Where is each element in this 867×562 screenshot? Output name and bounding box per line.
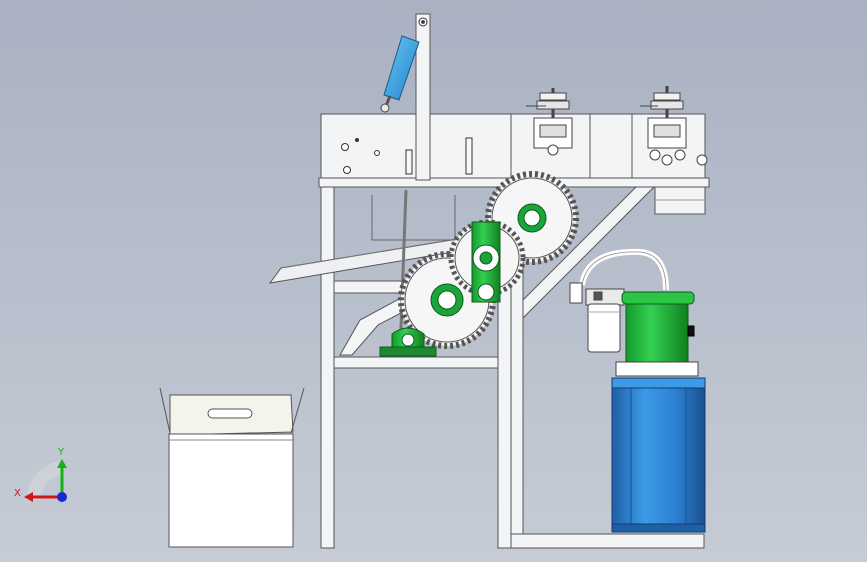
pillow-block-bearing (379, 327, 437, 357)
y-axis-label: Y (57, 447, 65, 458)
oil-filter (569, 282, 625, 353)
guide-frame (371, 189, 456, 356)
oil-tank (611, 377, 706, 533)
hydraulic-motor (615, 291, 699, 377)
roller-adjuster-right (640, 86, 708, 166)
housing-fasteners (341, 137, 473, 175)
collection-box (159, 387, 305, 548)
hydraulic-hose (579, 248, 669, 291)
x-axis-label: X (14, 488, 21, 499)
roller-adjuster-left (526, 88, 573, 156)
axis-triad: X Y (14, 447, 67, 502)
hydraulic-cylinder (380, 35, 420, 113)
side-housing (654, 186, 706, 215)
gearbox-green (471, 221, 501, 303)
x-axis-arrow (24, 492, 33, 502)
y-axis-arrow (57, 459, 67, 468)
z-axis-dot (57, 492, 67, 502)
lift-mast (415, 13, 431, 181)
